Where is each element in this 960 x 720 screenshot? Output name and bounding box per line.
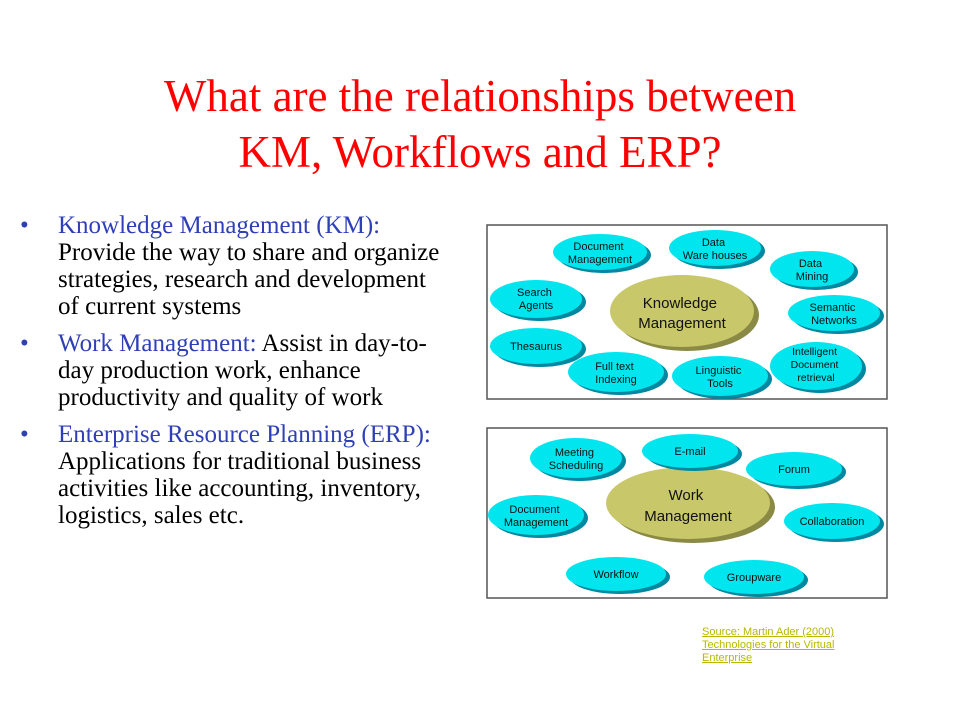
- node-data-warehouses: Data Ware houses: [669, 230, 765, 269]
- bullet-text: Assist in day-to-day production work, en…: [58, 330, 427, 411]
- bullet-text: Provide the way to share and organize st…: [58, 239, 440, 320]
- source-citation-link[interactable]: Source: Martin Ader (2000) Technologies …: [702, 626, 882, 665]
- node-full-text-indexing: Full text Indexing: [568, 352, 668, 395]
- bullet-dot-icon: •: [20, 421, 29, 448]
- bullet-dot-icon: •: [20, 330, 29, 357]
- source-line: Technologies for the Virtual: [702, 639, 835, 651]
- svg-text:Full text Indexing: Full text Indexing: [595, 361, 637, 386]
- node-groupware: Groupware: [704, 560, 808, 597]
- km-diagram: Knowledge Management Document Management…: [486, 224, 888, 400]
- node-intelligent-document-retrieval: Intelligent Document retrieval: [770, 342, 866, 393]
- svg-text:Groupware: Groupware: [727, 572, 781, 584]
- km-center-line: Management: [638, 315, 726, 332]
- node-search-agents: Search Agents: [490, 280, 586, 321]
- node-workflow: Workflow: [566, 557, 670, 594]
- bullet-list: • Knowledge Management (KM): Provide the…: [18, 212, 443, 539]
- wm-center-ellipse: Work Management: [606, 467, 775, 543]
- node-email: E-mail: [642, 434, 742, 471]
- node-meeting-scheduling: Meeting Scheduling: [530, 438, 626, 481]
- slide-title: What are the relationships between KM, W…: [40, 68, 920, 180]
- source-line: Source: Martin Ader (2000): [702, 626, 835, 638]
- svg-text:Work Management: Work Management: [644, 487, 732, 525]
- svg-text:Workflow: Workflow: [593, 569, 638, 581]
- bullet-term: Work Management:: [58, 330, 257, 357]
- wm-diagram: Work Management Meeting Scheduling E-mai…: [486, 427, 888, 599]
- svg-text:Data Ware houses: Data Ware houses: [683, 237, 748, 262]
- svg-text:Document Management: Document Management: [568, 241, 632, 266]
- svg-text:Data Mining: Data Mining: [796, 258, 828, 283]
- node-forum: Forum: [746, 452, 846, 489]
- bullet-work-management: • Work Management: Assist in day-to-day …: [18, 330, 443, 411]
- bullet-km: • Knowledge Management (KM): Provide the…: [18, 212, 443, 320]
- svg-text:Thesaurus: Thesaurus: [510, 341, 562, 353]
- km-center-ellipse: Knowledge Management: [610, 275, 759, 351]
- svg-text:Semantic Networks: Semantic Networks: [810, 302, 859, 327]
- node-thesaurus: Thesaurus: [490, 328, 586, 367]
- svg-text:Linguistic Tools: Linguistic Tools: [696, 365, 745, 390]
- svg-text:Forum: Forum: [778, 464, 810, 476]
- svg-text:Meeting Scheduling: Meeting Scheduling: [549, 447, 603, 472]
- source-line: Enterprise: [702, 652, 753, 664]
- svg-text:Intelligent Document: Intelligent Document retrieval: [791, 346, 842, 384]
- bullet-term: Knowledge Management (KM):: [58, 212, 381, 239]
- node-document-management: Document Management: [488, 495, 588, 538]
- svg-text:Collaboration: Collaboration: [800, 516, 865, 528]
- title-line-1: What are the relationships between: [163, 71, 797, 121]
- svg-text:Document Management: Document Management: [504, 504, 568, 529]
- svg-text:Knowledge Management: Knowledge Management: [638, 295, 726, 332]
- bullet-erp: • Enterprise Resource Planning (ERP): Ap…: [18, 421, 443, 529]
- node-semantic-networks: Semantic Networks: [788, 295, 884, 334]
- node-document-management: Document Management: [553, 234, 651, 273]
- wm-center-line: Work: [669, 487, 704, 504]
- title-line-2: KM, Workflows and ERP?: [238, 127, 722, 177]
- bullet-text: Applications for traditional business ac…: [58, 448, 422, 529]
- km-center-line: Knowledge: [643, 295, 717, 312]
- svg-text:Search Agents: Search Agents: [517, 287, 555, 312]
- node-linguistic-tools: Linguistic Tools: [672, 356, 772, 399]
- wm-center-line: Management: [644, 508, 732, 525]
- node-data-mining: Data Mining: [770, 251, 858, 290]
- bullet-dot-icon: •: [20, 212, 29, 239]
- bullet-term: Enterprise Resource Planning (ERP):: [58, 421, 431, 448]
- node-collaboration: Collaboration: [784, 503, 884, 542]
- svg-text:E-mail: E-mail: [674, 446, 705, 458]
